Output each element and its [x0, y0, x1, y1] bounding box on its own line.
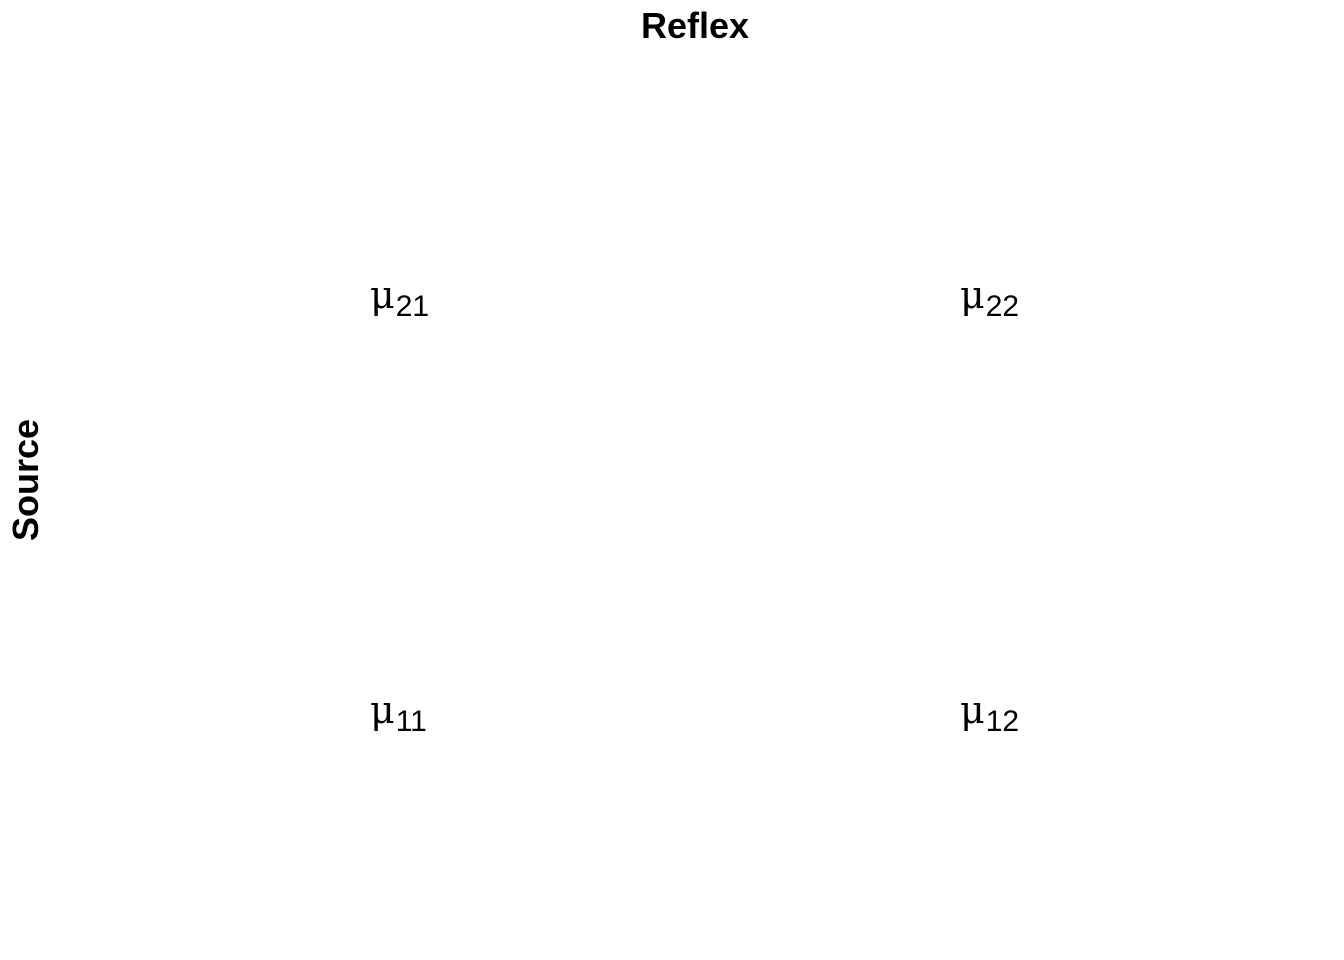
row-header-source: Source: [5, 418, 46, 542]
cell-mu-11: μ11: [370, 688, 427, 737]
cell-mu-12: μ12: [960, 688, 1019, 737]
mu-subscript: 12: [985, 705, 1020, 738]
mu-subscript: 11: [395, 705, 427, 738]
cell-mu-21: μ21: [370, 273, 429, 322]
mu-symbol: μ: [960, 688, 985, 732]
mu-symbol: μ: [960, 273, 985, 317]
mu-symbol: μ: [370, 273, 395, 317]
column-header-reflex: Reflex: [640, 5, 750, 46]
mu-symbol: μ: [370, 688, 395, 732]
mu-subscript: 21: [395, 290, 430, 323]
cell-mu-22: μ22: [960, 273, 1019, 322]
mu-subscript: 22: [985, 290, 1020, 323]
